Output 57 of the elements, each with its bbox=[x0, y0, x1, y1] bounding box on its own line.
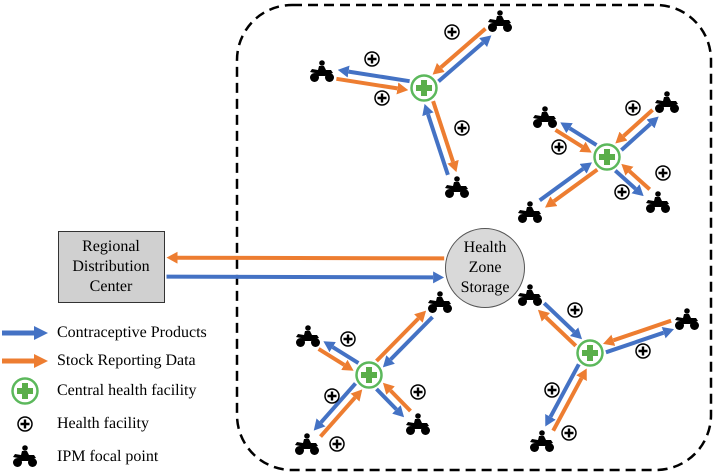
arrow bbox=[323, 341, 360, 365]
legend-label: Stock Reporting Data bbox=[57, 352, 196, 370]
arrow bbox=[614, 169, 644, 196]
motorcycle-icon bbox=[674, 308, 700, 331]
arrow bbox=[545, 168, 598, 208]
arrow bbox=[545, 363, 581, 426]
arrow bbox=[538, 162, 592, 202]
arrow bbox=[620, 116, 659, 152]
motorcycle-icon bbox=[517, 284, 543, 307]
arrow bbox=[551, 368, 587, 432]
arrow bbox=[382, 316, 434, 368]
node-label: Regional Distribution Center bbox=[71, 237, 151, 297]
arrow bbox=[621, 164, 652, 191]
legend-label: IPM focal point bbox=[57, 448, 158, 466]
arrow bbox=[314, 382, 357, 431]
arrow bbox=[542, 302, 582, 340]
arrow bbox=[166, 252, 444, 264]
legend-label: Health facility bbox=[57, 415, 149, 433]
storage-circle bbox=[445, 228, 525, 308]
motorcycle-icon bbox=[645, 191, 671, 214]
arrow bbox=[382, 382, 412, 412]
central-facility-icon bbox=[576, 339, 604, 367]
motorcycle-icon bbox=[405, 413, 431, 436]
motorcycle-icon bbox=[487, 10, 513, 33]
central-facility-icon bbox=[355, 361, 383, 389]
arrow bbox=[437, 35, 492, 83]
arrow bbox=[336, 76, 408, 94]
motorcycle-icon bbox=[427, 291, 453, 314]
motorcycle-icon bbox=[532, 106, 558, 129]
motorcycle-icon bbox=[654, 91, 680, 114]
central-facility-icon bbox=[593, 143, 621, 171]
node-label: Health Zone Storage bbox=[460, 238, 510, 298]
arrow bbox=[560, 122, 598, 147]
central-facility-icon bbox=[410, 74, 438, 102]
arrow bbox=[432, 27, 487, 75]
motorcycle-icon bbox=[295, 325, 321, 348]
motorcycle-icon bbox=[294, 433, 320, 456]
arrow bbox=[319, 389, 362, 438]
arrow bbox=[338, 66, 410, 84]
arrow bbox=[602, 318, 672, 346]
motorcycle-icon bbox=[309, 60, 335, 83]
process-box bbox=[58, 231, 164, 303]
motorcycle-icon bbox=[529, 430, 555, 453]
legend-label: Central health facility bbox=[57, 382, 196, 400]
motorcycle-icon bbox=[444, 176, 470, 199]
arrow bbox=[375, 310, 426, 362]
arrow bbox=[554, 128, 592, 153]
arrow bbox=[431, 100, 459, 172]
arrow bbox=[605, 327, 674, 354]
arrow bbox=[422, 104, 450, 176]
arrow bbox=[318, 347, 354, 371]
arrow bbox=[615, 108, 654, 144]
legend-label: Contraceptive Products bbox=[57, 324, 207, 342]
arrow bbox=[375, 388, 404, 418]
arrow bbox=[538, 310, 578, 348]
arrow bbox=[166, 271, 444, 284]
motorcycle-icon bbox=[517, 201, 543, 224]
